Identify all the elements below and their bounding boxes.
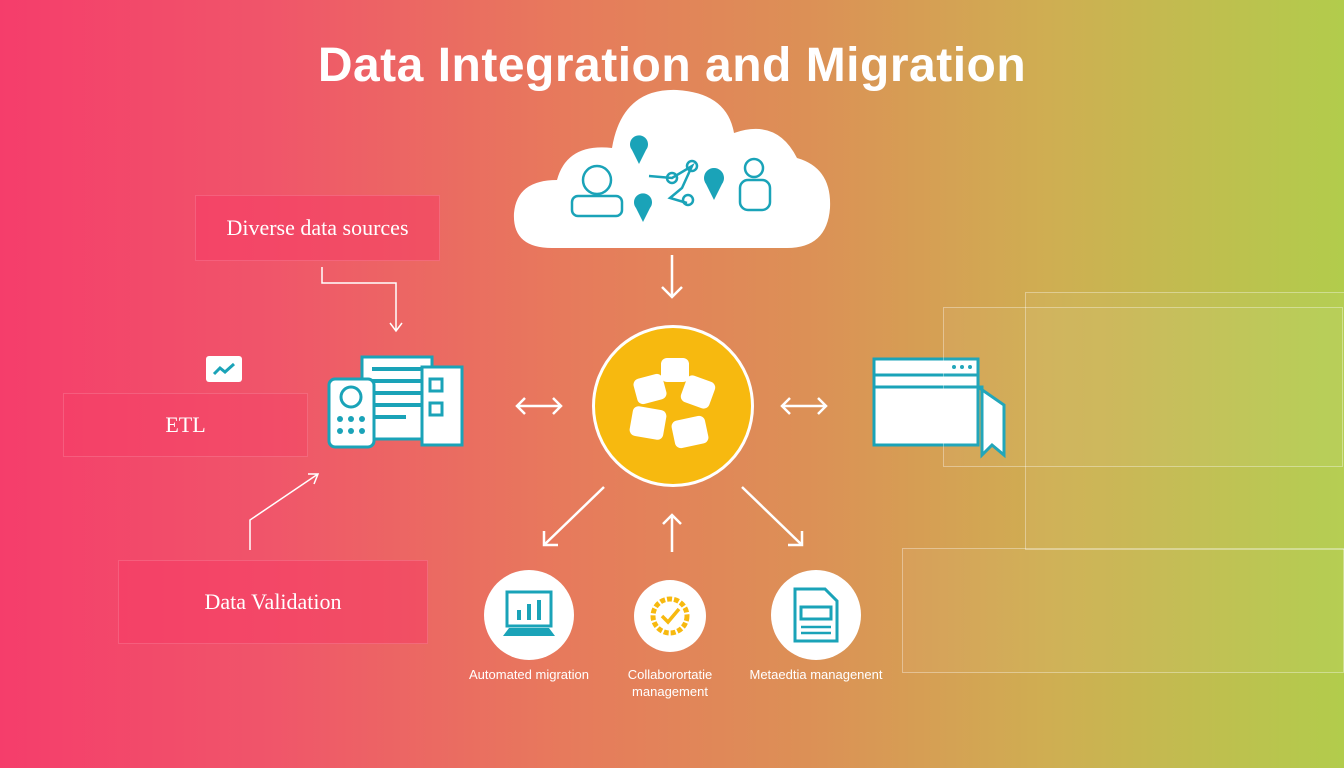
feature-collaborative-management: Collaborortatie management xyxy=(600,580,740,700)
browser-window-icon xyxy=(872,357,1006,459)
cloud-icon xyxy=(513,89,831,248)
document-icon xyxy=(771,570,861,660)
connector-arrow xyxy=(321,267,403,333)
documents-device-icon xyxy=(327,355,464,449)
arrow-down-icon xyxy=(661,255,683,299)
feature-automated-migration: Automated migration xyxy=(459,570,599,683)
empty-panel xyxy=(902,548,1344,673)
empty-panel xyxy=(1025,292,1344,550)
etl-label: ETL xyxy=(63,393,308,457)
bidirectional-arrow-icon xyxy=(780,397,828,415)
badge-check-icon xyxy=(634,580,706,652)
chart-check-icon xyxy=(206,356,242,382)
bidirectional-arrow-icon xyxy=(515,397,563,415)
arrow-down-left-icon xyxy=(542,486,605,547)
validation-label: Data Validation xyxy=(118,560,428,644)
diverse-sources-label: Diverse data sources xyxy=(195,195,440,261)
data-blocks-icon xyxy=(629,358,716,449)
page-title: Data Integration and Migration xyxy=(317,39,1027,92)
feature-metadata-management: Metaedtia managenent xyxy=(746,570,886,683)
monitor-chart-icon xyxy=(484,570,574,660)
integration-hub xyxy=(592,325,754,487)
arrow-up-icon xyxy=(662,513,682,552)
connector-arrow xyxy=(249,473,320,550)
arrow-down-right-icon xyxy=(741,486,804,547)
empty-panel xyxy=(943,307,1343,467)
